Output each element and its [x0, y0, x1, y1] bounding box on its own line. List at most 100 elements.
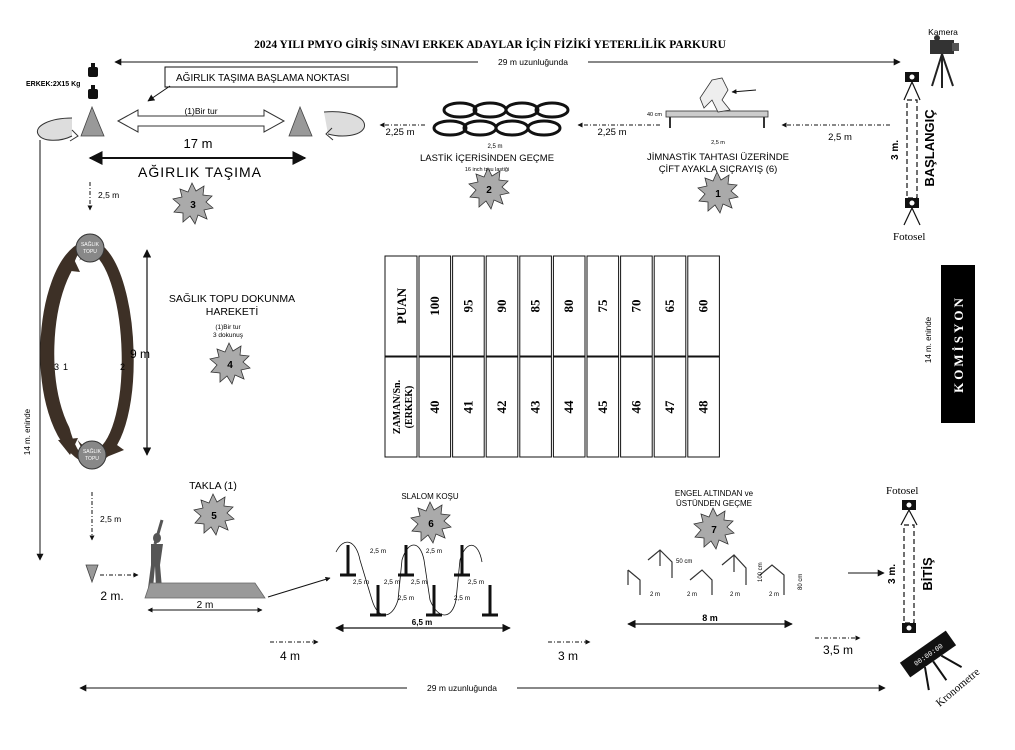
medball-top-icon — [75, 233, 105, 263]
tires — [432, 101, 570, 137]
time-cell — [653, 356, 687, 458]
dist-14-right: 14 m. eninde — [924, 316, 933, 363]
score-value: 70 — [628, 300, 643, 313]
dist-4: 4 m — [280, 649, 300, 663]
dist-17: 17 m — [184, 136, 213, 151]
time-cell — [552, 356, 586, 458]
station-1-number: 1 — [715, 189, 721, 200]
station-badge-4: 4 — [209, 342, 251, 385]
score-value: 90 — [494, 300, 509, 313]
gymnast-figure-icon — [148, 519, 164, 588]
board-height: 40 cm — [647, 112, 662, 118]
dist-2-25a: 2,25 m — [385, 127, 414, 138]
slalom-dim-6: 2,5 m — [468, 579, 484, 586]
dist-2-5-top: 2,5 m — [828, 132, 852, 143]
time-value: 48 — [696, 400, 711, 414]
dist-6-5: 6,5 m — [412, 618, 432, 627]
station-badge-3: 3 — [172, 182, 214, 225]
score-value: 95 — [460, 299, 475, 313]
time-cell — [586, 356, 620, 458]
weight-icon — [88, 63, 98, 99]
time-cell — [452, 356, 485, 458]
score-cell — [653, 255, 687, 357]
hurdle-dim-1: 2 m — [687, 592, 697, 598]
hurdle-dim-5: 100 cm — [758, 562, 764, 582]
start-gate — [903, 72, 921, 226]
puan-header: PUAN — [394, 287, 409, 324]
dist-14-left: 14 m. eninde — [23, 408, 32, 455]
time-value: 41 — [460, 401, 475, 414]
hurdle-dim-7: 80 cm — [798, 574, 804, 590]
station-1-name-1: JİMNASTİK TAHTASI ÜZERİNDE — [647, 152, 789, 163]
score-cell — [452, 255, 485, 357]
camera-label: Kamera — [928, 27, 958, 37]
page-title: 2024 YILI PMYO GİRİŞ SINAVI ERKEK ADAYLA… — [254, 37, 726, 51]
commission-box — [941, 265, 975, 423]
lane-1: 1 — [63, 362, 68, 372]
medball-note-2: 3 dokunuş — [213, 332, 244, 339]
dist-3-5: 3,5 m — [823, 643, 853, 657]
score-value: 80 — [561, 300, 576, 313]
zaman-header-2: (ERKEK) — [404, 386, 415, 429]
station-7-name-2: ÜSTÜNDEN GEÇME — [676, 499, 752, 508]
dist-2a: 2 m. — [100, 589, 123, 603]
slalom-poles — [340, 545, 498, 617]
tire-dim: 2,5 m — [487, 144, 502, 150]
score-table: PUAN ZAMAN/Sn. (ERKEK) 10040954190428543… — [384, 255, 720, 458]
dist-3-start: 3 m. — [890, 140, 901, 160]
station-6-number: 6 — [428, 519, 434, 530]
slalom-path — [335, 541, 483, 616]
slalom-dim-4: 2,5 m — [353, 579, 369, 586]
dist-8: 8 m — [702, 613, 718, 623]
time-value: 44 — [561, 400, 576, 414]
dist-2b: 2 m — [197, 600, 214, 611]
station-badge-7: 7 — [693, 507, 735, 550]
tumbling-mat — [144, 582, 266, 599]
station-5-number: 5 — [211, 511, 217, 522]
lane-3: 3 — [54, 362, 59, 372]
top-length-arrow: 29 m uzunluğunda — [114, 55, 901, 67]
station-3-name: AĞIRLIK TAŞIMA — [138, 164, 262, 180]
dist-2-5-left-bottom: 2,5 m — [100, 514, 121, 524]
photocell-top: Fotosel — [893, 231, 925, 243]
time-value: 46 — [628, 400, 643, 414]
lane-2: 2 — [120, 362, 125, 372]
slalom-dim-0: 2,5 m — [370, 548, 386, 555]
score-cell — [552, 255, 586, 357]
score-cell — [485, 255, 519, 357]
time-value: 45 — [595, 400, 610, 414]
hurdles — [627, 549, 785, 595]
medball-bottom-label-1: SAĞLIK — [83, 448, 102, 455]
station-4-name-1: SAĞLIK TOPU DOKUNMA — [169, 292, 295, 305]
zaman-header-1: ZAMAN/Sn. — [392, 379, 403, 434]
cone-left-icon — [80, 105, 105, 137]
station-5-name: TAKLA (1) — [189, 480, 237, 492]
station-badge-2: 2 — [468, 167, 510, 210]
dist-3: 3 m — [558, 649, 578, 663]
turn-arrow-left-icon — [36, 117, 73, 141]
station-6-name: SLALOM KOŞU — [401, 492, 459, 501]
bottom-length-arrow: 29 m uzunluğunda — [79, 681, 886, 693]
score-value: 60 — [696, 300, 711, 313]
station-badge-6: 6 — [410, 501, 452, 544]
weight-start-box — [164, 66, 398, 88]
slalom-dim-3: 2,5 m — [454, 595, 470, 602]
score-value: 100 — [427, 296, 442, 316]
hurdle-dims: 2 m 2 m 2 m 2 m 50 cm 100 cm 80 cm — [650, 559, 804, 598]
station-7-number: 7 — [711, 525, 717, 536]
medball-area: SAĞLIK TOPU SAĞLIK TOPU 3 1 2 — [40, 233, 134, 470]
station-2-name: LASTİK İÇERİSİNDEN GEÇME — [420, 153, 554, 164]
turn-arrow-right-icon — [323, 111, 365, 137]
score-cell — [687, 255, 720, 357]
lap-double-arrow — [116, 109, 286, 133]
time-value: 43 — [528, 400, 543, 414]
time-cell — [519, 356, 552, 458]
finish-label: BİTİŞ — [920, 557, 935, 591]
dist-2-25b: 2,25 m — [597, 127, 626, 138]
camera-icon — [930, 35, 959, 88]
cone-bottom-icon — [85, 564, 99, 584]
slalom-dim-7: 2,5 m — [384, 579, 400, 586]
medball-bottom-label-2: TOPU — [85, 456, 99, 462]
station-4-number: 4 — [227, 360, 233, 371]
